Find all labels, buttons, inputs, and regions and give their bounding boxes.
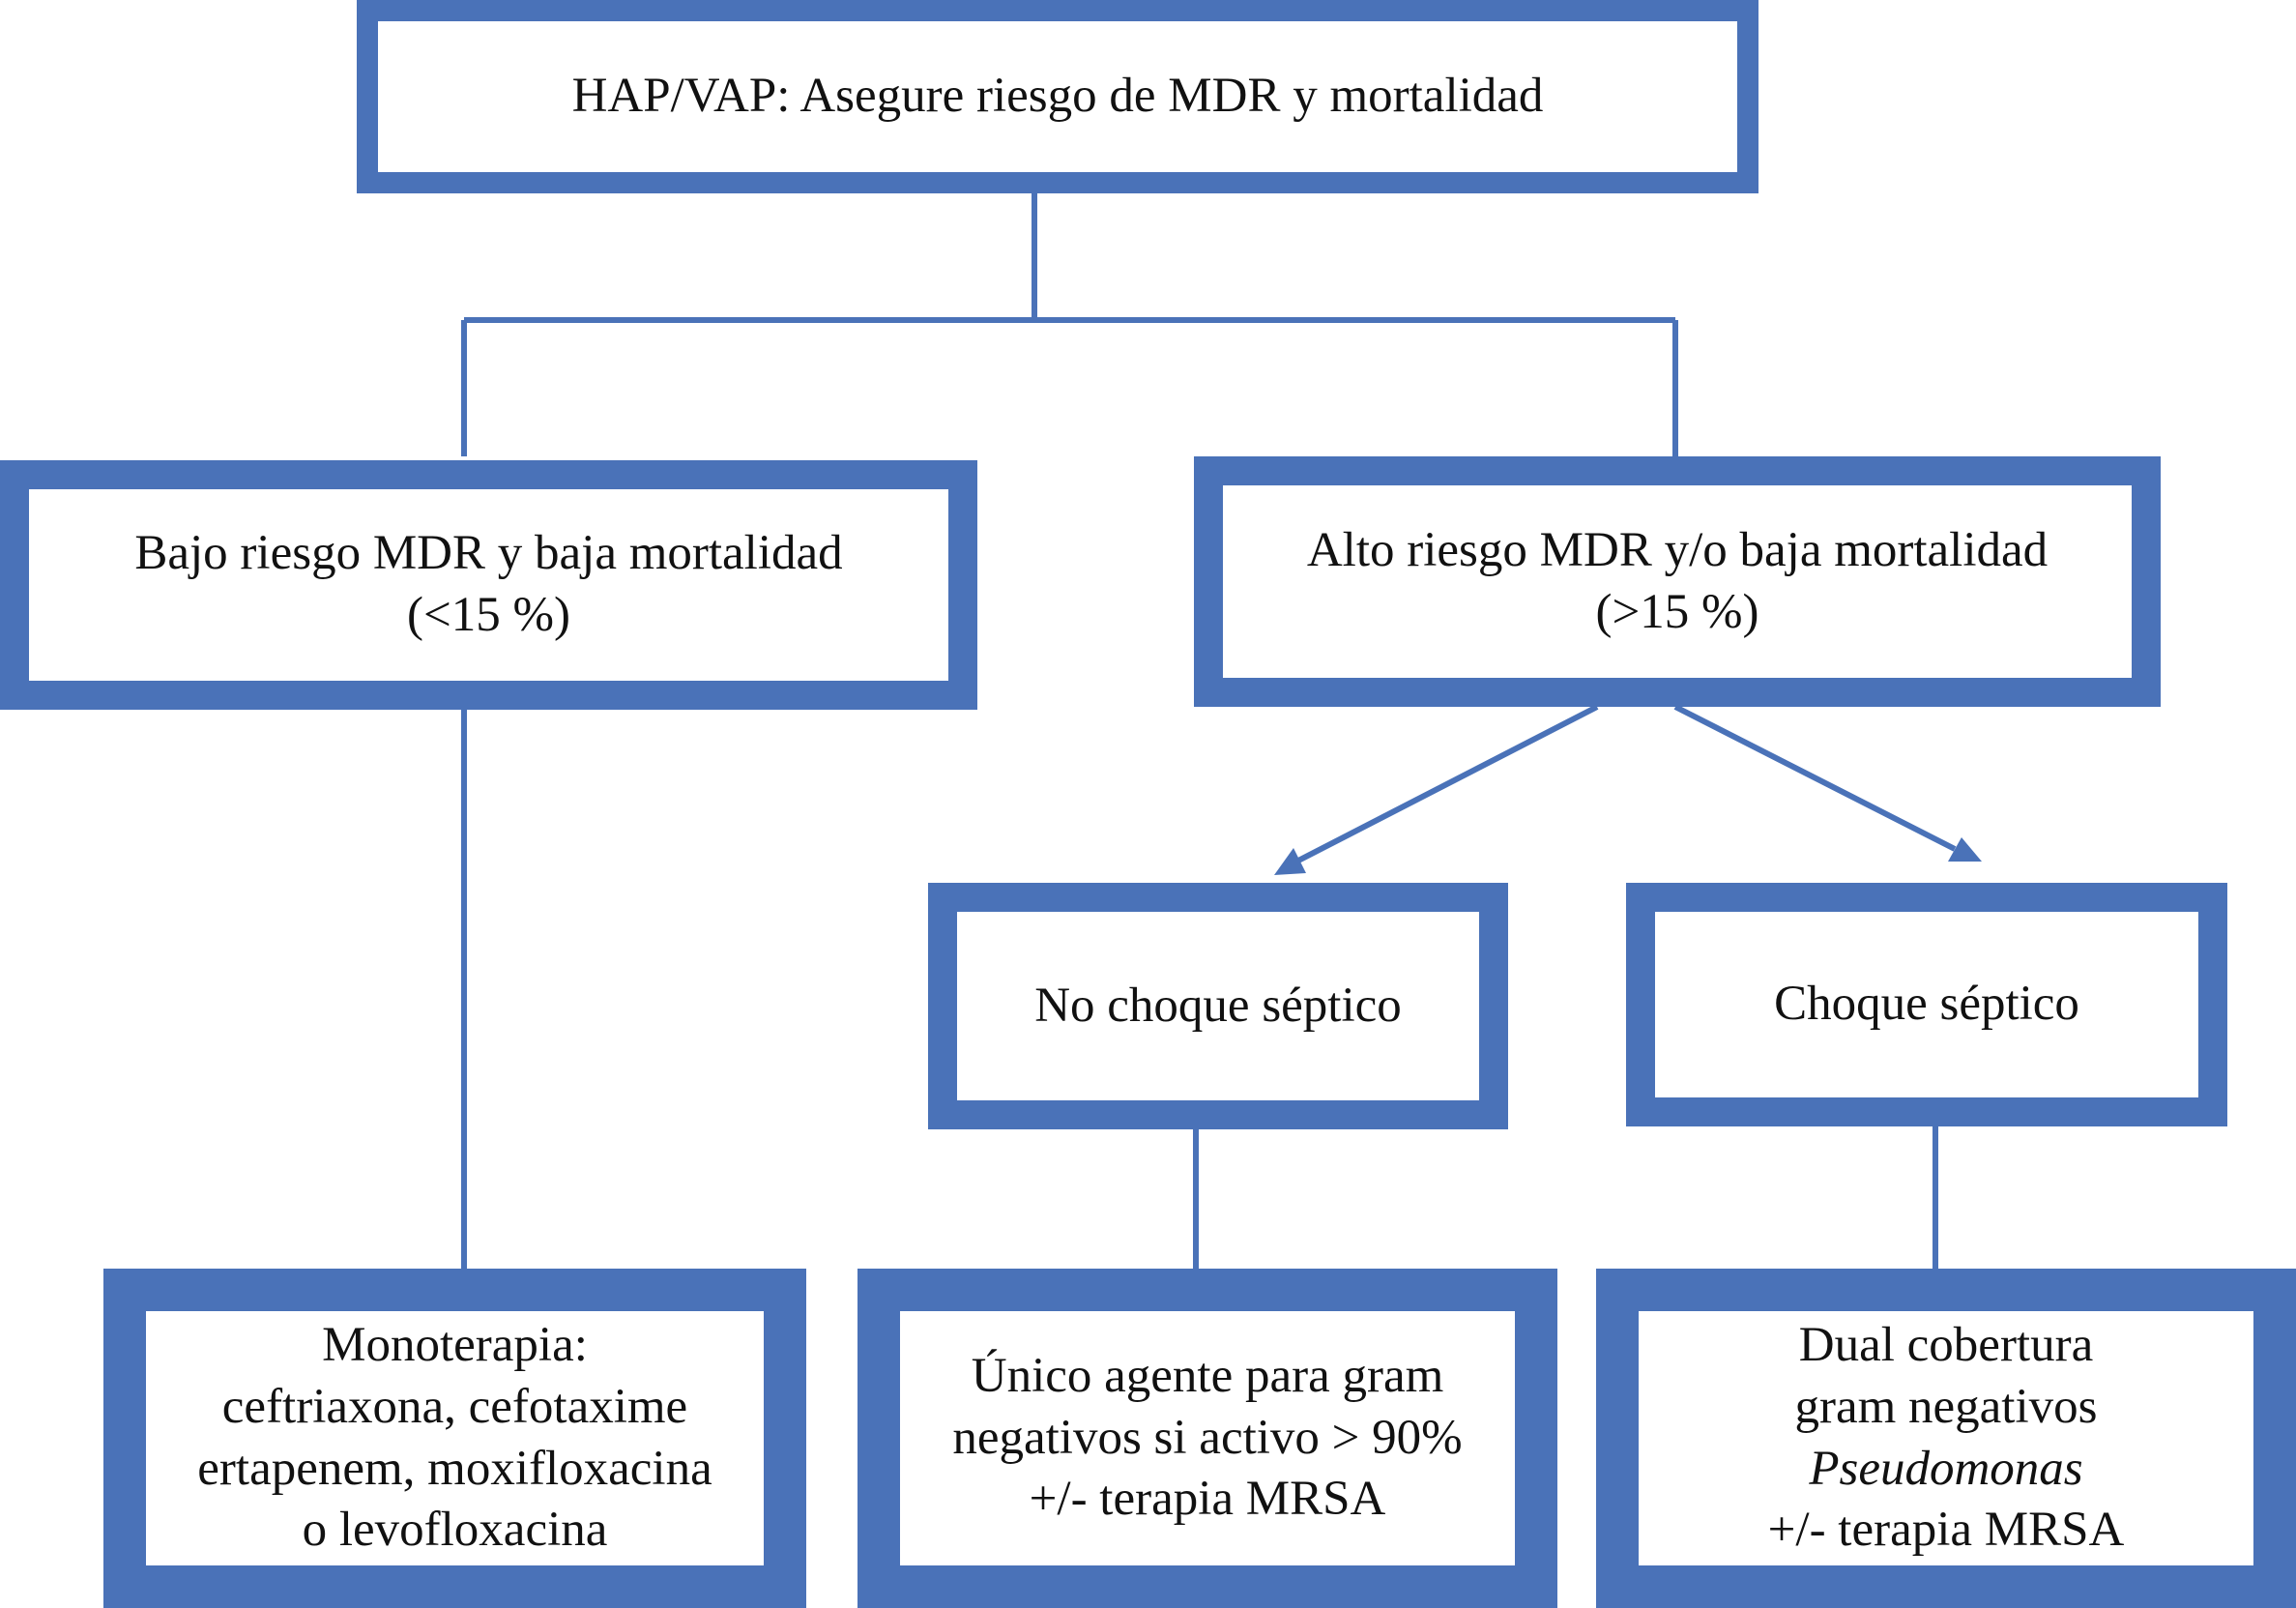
high-risk-label: Alto riesgo MDR y/o baja mortalidad (>15… xyxy=(1223,485,2132,678)
shock-label: Choque séptico xyxy=(1774,977,2079,1032)
arrowhead-left-icon xyxy=(1274,848,1306,875)
single-agent-line-1: Único agente para gram xyxy=(971,1348,1444,1403)
root-box: HAP/VAP: Asegure riesgo de MDR y mortali… xyxy=(357,0,1758,193)
monotherapy-label: Monoterapia: ceftriaxona, cefotaxime ert… xyxy=(146,1311,764,1565)
dual-coverage-label: Dual cobertura gram negativos Pseudomona… xyxy=(1639,1311,2253,1565)
low-risk-line-1: Bajo riesgo MDR y baja mortalidad xyxy=(134,526,843,581)
low-risk-box: Bajo riesgo MDR y baja mortalidad (<15 %… xyxy=(0,460,977,710)
monotherapy-line-3: ertapenem, moxifloxacina xyxy=(197,1441,712,1496)
shock-label-container: Choque séptico xyxy=(1655,912,2198,1097)
no-shock-box: No choque séptico xyxy=(928,883,1508,1129)
low-risk-label: Bajo riesgo MDR y baja mortalidad (<15 %… xyxy=(29,489,948,681)
monotherapy-box: Monoterapia: ceftriaxona, cefotaxime ert… xyxy=(103,1269,806,1608)
high-risk-line-2: (>15 %) xyxy=(1595,584,1759,639)
dual-coverage-line-2: gram negativos xyxy=(1794,1379,2098,1434)
single-agent-label: Único agente para gram negativos si acti… xyxy=(900,1311,1515,1565)
high-risk-line-1: Alto riesgo MDR y/o baja mortalidad xyxy=(1306,522,2049,577)
arrow-line-left xyxy=(1296,704,1599,863)
monotherapy-line-1: Monoterapia: xyxy=(322,1318,588,1372)
shock-box: Choque séptico xyxy=(1626,883,2227,1126)
dual-coverage-line-4: +/- terapia MRSA xyxy=(1767,1503,2125,1558)
dual-coverage-line-1: Dual cobertura xyxy=(1798,1318,2094,1372)
high-risk-box: Alto riesgo MDR y/o baja mortalidad (>15… xyxy=(1194,456,2161,707)
single-agent-box: Único agente para gram negativos si acti… xyxy=(857,1269,1557,1608)
single-agent-line-2: negativos si activo > 90% xyxy=(952,1410,1463,1465)
root-label-container: HAP/VAP: Asegure riesgo de MDR y mortali… xyxy=(378,21,1737,172)
monotherapy-line-2: ceftriaxona, cefotaxime xyxy=(221,1379,688,1434)
monotherapy-line-4: o levofloxacina xyxy=(302,1503,608,1558)
dual-coverage-line-3: Pseudomonas xyxy=(1809,1441,2083,1496)
arrowhead-right-icon xyxy=(1948,837,1982,862)
dual-coverage-box: Dual cobertura gram negativos Pseudomona… xyxy=(1596,1269,2296,1608)
single-agent-line-3: +/- terapia MRSA xyxy=(1029,1472,1386,1527)
no-shock-label-container: No choque séptico xyxy=(957,912,1479,1100)
low-risk-line-2: (<15 %) xyxy=(407,588,570,642)
no-shock-label: No choque séptico xyxy=(1034,978,1402,1033)
arrow-line-right xyxy=(1673,704,1957,852)
root-label: HAP/VAP: Asegure riesgo de MDR y mortali… xyxy=(571,69,1544,124)
